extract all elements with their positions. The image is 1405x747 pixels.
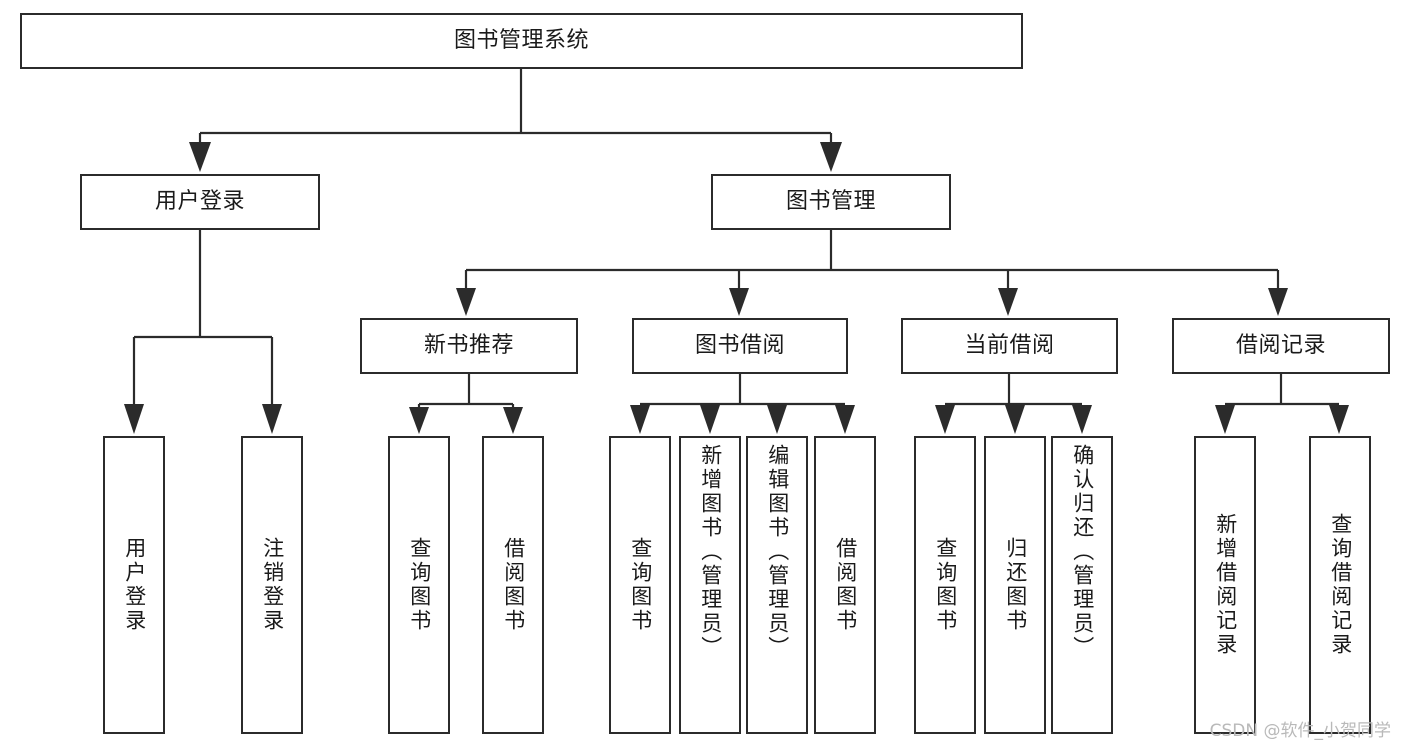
node-leaf-query-book-3[interactable]: 查询图书 <box>914 436 976 734</box>
node-leaf-user-login-label: 用户登录 <box>122 537 147 633</box>
arrowhead-leaf-query-record <box>1329 405 1349 434</box>
node-book-borrow-label: 图书借阅 <box>694 333 785 359</box>
node-root-label: 图书管理系统 <box>453 28 589 54</box>
node-leaf-query-record[interactable]: 查询借阅记录 <box>1309 436 1371 734</box>
node-leaf-confirm-return-label: 确认归还（管理员） <box>1070 444 1095 660</box>
arrowhead-leaf-borrow-book-1 <box>503 407 523 434</box>
node-leaf-borrow-book-1[interactable]: 借阅图书 <box>482 436 544 734</box>
arrowhead-book-manage <box>820 142 842 172</box>
node-user-login[interactable]: 用户登录 <box>80 174 320 230</box>
node-book-manage-label: 图书管理 <box>785 189 876 215</box>
node-borrow-record-label: 借阅记录 <box>1235 333 1326 359</box>
arrowhead-leaf-query-book-1 <box>409 407 429 434</box>
node-new-book-rec-label: 新书推荐 <box>423 333 514 359</box>
node-leaf-confirm-return[interactable]: 确认归还（管理员） <box>1051 436 1113 734</box>
node-user-login-label: 用户登录 <box>154 189 245 215</box>
arrowhead-leaf-confirm-return <box>1072 405 1092 434</box>
arrowhead-current-borrow <box>998 288 1018 316</box>
arrowhead-leaf-logout <box>262 404 282 434</box>
node-current-borrow-label: 当前借阅 <box>964 333 1055 359</box>
node-leaf-borrow-book-1-label: 借阅图书 <box>501 537 526 633</box>
node-leaf-edit-book[interactable]: 编辑图书（管理员） <box>746 436 808 734</box>
arrowhead-borrow-record <box>1268 288 1288 316</box>
node-book-manage[interactable]: 图书管理 <box>711 174 951 230</box>
node-leaf-query-record-label: 查询借阅记录 <box>1328 513 1353 657</box>
node-book-borrow[interactable]: 图书借阅 <box>632 318 848 374</box>
node-new-book-rec[interactable]: 新书推荐 <box>360 318 578 374</box>
node-leaf-return-book[interactable]: 归还图书 <box>984 436 1046 734</box>
node-leaf-add-record[interactable]: 新增借阅记录 <box>1194 436 1256 734</box>
node-leaf-query-book-2-label: 查询图书 <box>628 537 653 633</box>
node-leaf-add-book-label: 新增图书（管理员） <box>698 444 723 660</box>
node-root[interactable]: 图书管理系统 <box>20 13 1023 69</box>
node-leaf-borrow-book-2-label: 借阅图书 <box>833 537 858 633</box>
watermark-text: CSDN @软件_小贺同学 <box>1209 721 1391 741</box>
arrowhead-leaf-borrow-book-2 <box>835 405 855 434</box>
arrowhead-leaf-user-login <box>124 404 144 434</box>
node-leaf-add-record-label: 新增借阅记录 <box>1213 513 1238 657</box>
arrowhead-leaf-query-book-3 <box>935 405 955 434</box>
arrowhead-book-borrow <box>729 288 749 316</box>
node-current-borrow[interactable]: 当前借阅 <box>901 318 1118 374</box>
node-leaf-return-book-label: 归还图书 <box>1003 537 1028 633</box>
arrowhead-leaf-add-record <box>1215 405 1235 434</box>
node-leaf-query-book-2[interactable]: 查询图书 <box>609 436 671 734</box>
arrowhead-new-book-rec <box>456 288 476 316</box>
arrowhead-leaf-add-book <box>700 405 720 434</box>
node-leaf-query-book-1[interactable]: 查询图书 <box>388 436 450 734</box>
node-leaf-edit-book-label: 编辑图书（管理员） <box>765 444 790 660</box>
node-borrow-record[interactable]: 借阅记录 <box>1172 318 1390 374</box>
arrowhead-leaf-return-book <box>1005 405 1025 434</box>
arrowhead-leaf-edit-book <box>767 405 787 434</box>
node-leaf-user-login[interactable]: 用户登录 <box>103 436 165 734</box>
arrowhead-leaf-query-book-2 <box>630 405 650 434</box>
node-leaf-add-book[interactable]: 新增图书（管理员） <box>679 436 741 734</box>
node-leaf-borrow-book-2[interactable]: 借阅图书 <box>814 436 876 734</box>
node-leaf-query-book-1-label: 查询图书 <box>407 537 432 633</box>
node-leaf-logout[interactable]: 注销登录 <box>241 436 303 734</box>
arrowhead-user-login <box>189 142 211 172</box>
node-leaf-logout-label: 注销登录 <box>260 537 285 633</box>
node-leaf-query-book-3-label: 查询图书 <box>933 537 958 633</box>
